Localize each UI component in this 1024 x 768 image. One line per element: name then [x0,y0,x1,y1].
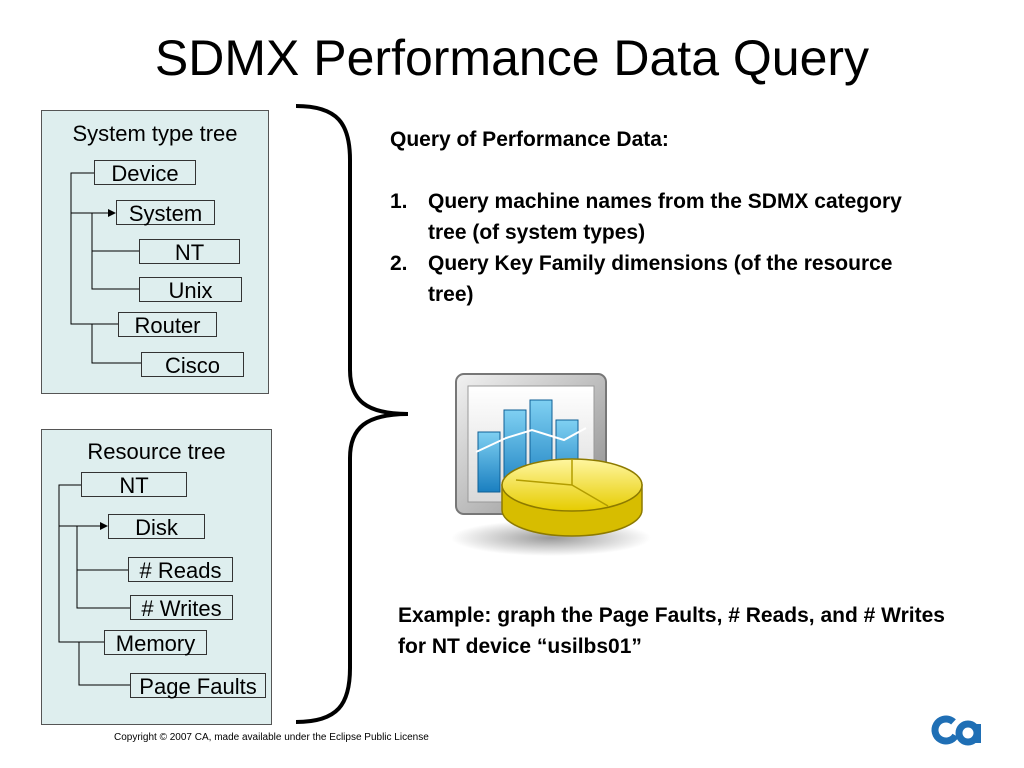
tree-node-writes[interactable]: # Writes [130,595,233,621]
system-tree-title: System type tree [72,121,238,146]
system-type-tree-panel: System type tree Device System NT Unix R… [41,110,269,394]
ca-logo [930,712,986,748]
tree-node-unix[interactable]: Unix [139,277,242,303]
step-number: 2. [390,252,408,275]
curly-brace [295,104,409,724]
query-step: 2. Query Key Family dimensions (of the r… [390,248,910,310]
tree-node-reads[interactable]: # Reads [128,557,233,583]
query-step: 1. Query machine names from the SDMX cat… [390,186,910,248]
tree-node-page-faults[interactable]: Page Faults [130,673,266,699]
slide-title: SDMX Performance Data Query [154,30,870,86]
tree-node-device[interactable]: Device [94,160,196,186]
step-number: 1. [390,190,408,213]
tree-node-cisco[interactable]: Cisco [141,352,244,378]
ca-logo-icon [931,715,981,746]
tree-node-disk[interactable]: Disk [108,514,205,540]
step-text: Query machine names from the SDMX catego… [428,190,902,244]
tree-node-system[interactable]: System [116,200,215,226]
example-text: Example: graph the Page Faults, # Reads,… [398,604,945,658]
tree-node-nt[interactable]: NT [139,239,240,265]
chart-database-icon [451,373,651,556]
tree-node-nt[interactable]: NT [81,472,187,498]
tree-node-memory[interactable]: Memory [104,630,207,656]
copyright-text: Copyright © 2007 CA, made available unde… [114,732,429,743]
query-heading: Query of Performance Data: [390,128,669,151]
resource-tree-panel: Resource tree NT Disk # Reads # Writes M… [41,429,272,725]
tree-node-router[interactable]: Router [118,312,217,338]
step-text: Query Key Family dimensions (of the reso… [428,252,893,306]
resource-tree-title: Resource tree [87,439,226,464]
query-description: Query of Performance Data: 1. Query mach… [390,124,910,310]
query-steps: 1. Query machine names from the SDMX cat… [390,186,910,310]
